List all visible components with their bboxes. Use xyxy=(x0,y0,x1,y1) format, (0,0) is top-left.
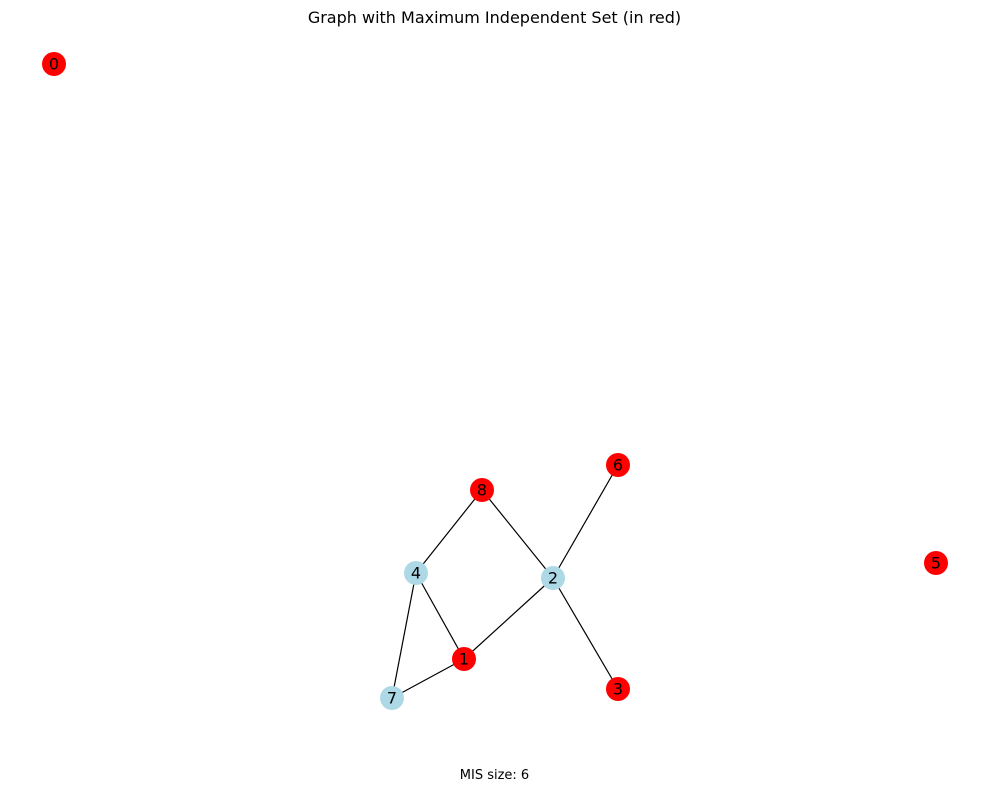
node-circle-1 xyxy=(452,647,476,671)
node-7: 7 xyxy=(380,686,404,710)
node-5: 5 xyxy=(924,551,948,575)
node-circle-2 xyxy=(541,566,565,590)
edge-2-3 xyxy=(552,577,619,690)
node-label-8: 8 xyxy=(477,481,487,500)
edge-8-2 xyxy=(481,489,554,579)
chart-title: Graph with Maximum Independent Set (in r… xyxy=(307,8,682,27)
edge-1-7 xyxy=(391,658,465,699)
node-circle-4 xyxy=(404,561,428,585)
node-label-4: 4 xyxy=(411,564,421,583)
node-label-1: 1 xyxy=(459,650,469,669)
node-label-5: 5 xyxy=(931,554,941,573)
edge-6-2 xyxy=(552,464,619,579)
node-circle-0 xyxy=(42,52,66,76)
edge-4-7 xyxy=(391,572,417,699)
node-0: 0 xyxy=(42,52,66,76)
node-label-3: 3 xyxy=(613,680,623,699)
node-2: 2 xyxy=(541,566,565,590)
edge-4-1 xyxy=(415,572,465,660)
edge-8-4 xyxy=(415,489,483,574)
node-circle-8 xyxy=(470,478,494,502)
node-circle-6 xyxy=(606,453,630,477)
node-3: 3 xyxy=(606,677,630,701)
node-label-6: 6 xyxy=(613,456,623,475)
node-circle-5 xyxy=(924,551,948,575)
node-circle-7 xyxy=(380,686,404,710)
node-label-7: 7 xyxy=(387,689,397,708)
node-4: 4 xyxy=(404,561,428,585)
node-6: 6 xyxy=(606,453,630,477)
node-circle-3 xyxy=(606,677,630,701)
edge-2-1 xyxy=(463,577,554,660)
node-label-2: 2 xyxy=(548,569,558,588)
node-label-0: 0 xyxy=(49,55,59,74)
mis-size-caption: MIS size: 6 xyxy=(459,768,530,783)
node-8: 8 xyxy=(470,478,494,502)
nodes-layer: 0 1 2 3 4 5 6 7 8 xyxy=(42,52,948,710)
node-1: 1 xyxy=(452,647,476,671)
edges-layer xyxy=(391,464,619,699)
